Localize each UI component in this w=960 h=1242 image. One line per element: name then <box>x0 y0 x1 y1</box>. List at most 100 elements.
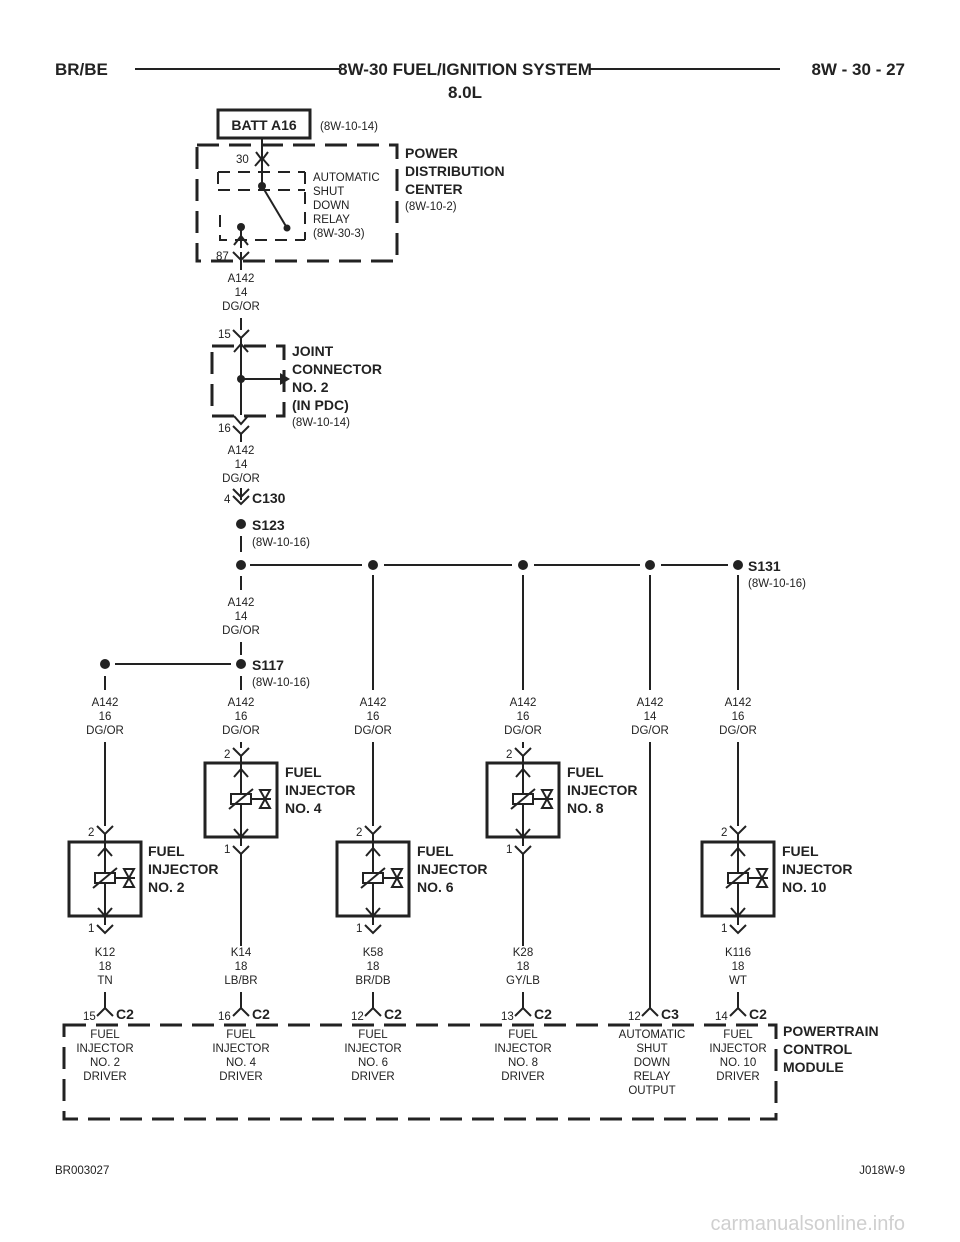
svg-text:INJECTOR: INJECTOR <box>212 1043 269 1055</box>
svg-text:INJECTOR: INJECTOR <box>344 1043 401 1055</box>
joint-pin-16: 16 <box>218 423 231 435</box>
svg-text:DRIVER: DRIVER <box>219 1071 262 1083</box>
svg-text:DG/OR: DG/OR <box>354 725 392 737</box>
pdc-ref: (8W-10-2) <box>405 201 457 213</box>
svg-text:INJECTOR: INJECTOR <box>148 861 219 877</box>
svg-text:A142: A142 <box>92 697 119 709</box>
svg-text:TN: TN <box>97 975 112 987</box>
svg-text:WT: WT <box>729 975 747 987</box>
pcm-connector-5: 12 C3 AUTOMATIC SHUT DOWN RELAY OUTPUT <box>619 1006 686 1097</box>
svg-text:NO. 4: NO. 4 <box>226 1057 257 1069</box>
svg-text:(8W-30-3): (8W-30-3) <box>313 228 365 240</box>
svg-text:INJECTOR: INJECTOR <box>76 1043 133 1055</box>
svg-text:RELAY: RELAY <box>634 1071 671 1083</box>
svg-text:2: 2 <box>721 827 727 839</box>
watermark: carmanualsonline.info <box>710 1213 905 1235</box>
svg-text:K58: K58 <box>363 947 383 959</box>
svg-text:DRIVER: DRIVER <box>83 1071 126 1083</box>
svg-text:MODULE: MODULE <box>783 1059 844 1075</box>
svg-text:A142: A142 <box>637 697 664 709</box>
header-title: 8W-30 FUEL/IGNITION SYSTEM <box>338 60 592 79</box>
pcm-border <box>62 1023 778 1121</box>
pdc-pin-87: 87 <box>216 251 229 263</box>
svg-text:DG/OR: DG/OR <box>719 725 757 737</box>
svg-text:16: 16 <box>99 711 112 723</box>
svg-text:CENTER: CENTER <box>405 181 463 197</box>
svg-text:NO. 2: NO. 2 <box>292 379 329 395</box>
svg-text:DISTRIBUTION: DISTRIBUTION <box>405 163 505 179</box>
svg-text:GY/LB: GY/LB <box>506 975 540 987</box>
batt-ref: (8W-10-14) <box>320 121 378 133</box>
wire-label-k28: K28 18 GY/LB <box>506 947 540 987</box>
pdc-border <box>195 143 399 263</box>
svg-text:18: 18 <box>367 961 380 973</box>
svg-text:CONNECTOR: CONNECTOR <box>292 361 382 377</box>
svg-text:A142: A142 <box>228 273 255 285</box>
s123-label: S123 <box>252 517 285 533</box>
svg-text:2: 2 <box>224 749 230 761</box>
svg-text:12: 12 <box>351 1011 364 1023</box>
svg-text:A142: A142 <box>228 445 255 457</box>
svg-text:FUEL: FUEL <box>567 764 604 780</box>
svg-text:INJECTOR: INJECTOR <box>417 861 488 877</box>
svg-text:JOINT: JOINT <box>292 343 334 359</box>
joint-connector-bottom <box>232 425 250 436</box>
fuel-injector-10: 2 FUEL INJECTOR NO. 10 1 <box>700 825 853 935</box>
footer-right: J018W-9 <box>859 1165 905 1177</box>
s117-ref: (8W-10-16) <box>252 677 310 689</box>
relay-arrow-up <box>254 156 270 167</box>
svg-text:A142: A142 <box>510 697 537 709</box>
svg-text:NO. 10: NO. 10 <box>720 1057 756 1069</box>
svg-text:INJECTOR: INJECTOR <box>709 1043 766 1055</box>
relay-label: AUTOMATIC SHUT DOWN RELAY (8W-30-3) <box>313 172 380 240</box>
wire-label-k14: K14 18 LB/BR <box>224 947 257 987</box>
svg-text:K12: K12 <box>95 947 115 959</box>
svg-text:1: 1 <box>506 844 512 856</box>
fuel-injector-4: 2 FUEL INJECTOR NO. 4 1 <box>203 747 356 856</box>
svg-text:16: 16 <box>218 1011 231 1023</box>
c130-label: C130 <box>252 490 286 506</box>
s123-splice <box>236 519 246 529</box>
svg-text:14: 14 <box>235 459 248 471</box>
svg-text:NO. 6: NO. 6 <box>417 879 454 895</box>
svg-text:DG/OR: DG/OR <box>504 725 542 737</box>
svg-text:DG/OR: DG/OR <box>222 625 260 637</box>
svg-text:12: 12 <box>628 1011 641 1023</box>
svg-text:K116: K116 <box>725 947 751 959</box>
svg-text:16: 16 <box>367 711 380 723</box>
c130-pin: 4 <box>224 494 231 506</box>
svg-text:FUEL: FUEL <box>358 1029 388 1041</box>
svg-text:FUEL: FUEL <box>723 1029 753 1041</box>
svg-text:K28: K28 <box>513 947 533 959</box>
svg-text:2: 2 <box>356 827 362 839</box>
pcm-title: POWERTRAIN CONTROL MODULE <box>783 1023 879 1075</box>
svg-text:POWERTRAIN: POWERTRAIN <box>783 1023 879 1039</box>
header-subtitle: 8.0L <box>448 83 482 102</box>
svg-text:NO. 4: NO. 4 <box>285 800 322 816</box>
svg-text:SHUT: SHUT <box>636 1043 667 1055</box>
svg-text:18: 18 <box>235 961 248 973</box>
svg-text:NO. 2: NO. 2 <box>148 879 185 895</box>
header-left: BR/BE <box>55 60 108 79</box>
svg-text:14: 14 <box>235 611 248 623</box>
wire-label-b6: A142 16 DG/OR <box>719 697 757 737</box>
svg-text:DOWN: DOWN <box>313 200 349 212</box>
svg-text:NO. 8: NO. 8 <box>567 800 604 816</box>
svg-text:DG/OR: DG/OR <box>222 301 260 313</box>
wire-label-b5: A142 14 DG/OR <box>631 697 669 737</box>
svg-text:18: 18 <box>99 961 112 973</box>
svg-text:1: 1 <box>88 923 94 935</box>
svg-text:NO. 10: NO. 10 <box>782 879 827 895</box>
s117-label: S117 <box>252 657 284 673</box>
svg-text:18: 18 <box>732 961 745 973</box>
svg-text:FUEL: FUEL <box>417 843 454 859</box>
wire-label-w2: A142 14 DG/OR <box>222 445 260 485</box>
s131-ref: (8W-10-16) <box>748 578 806 590</box>
wire-label-b1: A142 16 DG/OR <box>86 697 124 737</box>
svg-text:14: 14 <box>715 1011 728 1023</box>
svg-text:A142: A142 <box>725 697 752 709</box>
svg-text:14: 14 <box>235 287 248 299</box>
svg-text:BR/DB: BR/DB <box>355 975 390 987</box>
svg-text:DG/OR: DG/OR <box>631 725 669 737</box>
pcm-connector-3: 12 C2 FUEL INJECTOR NO. 6 DRIVER <box>344 1006 402 1083</box>
